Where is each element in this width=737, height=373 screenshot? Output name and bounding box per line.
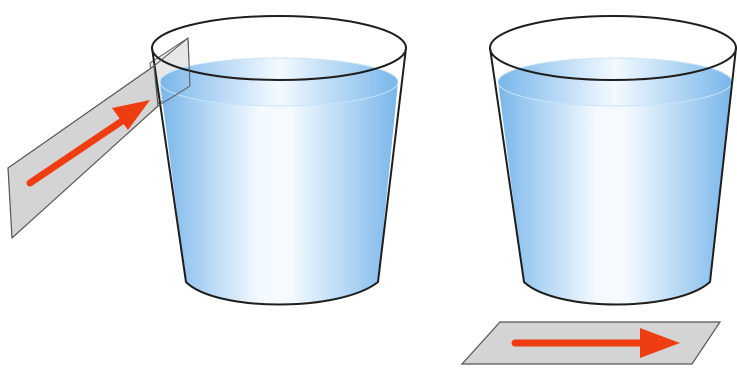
left-panel [8, 16, 406, 305]
left-glass [152, 16, 406, 305]
right-panel [462, 16, 736, 364]
right-glass [490, 16, 736, 305]
left-card [8, 66, 158, 238]
